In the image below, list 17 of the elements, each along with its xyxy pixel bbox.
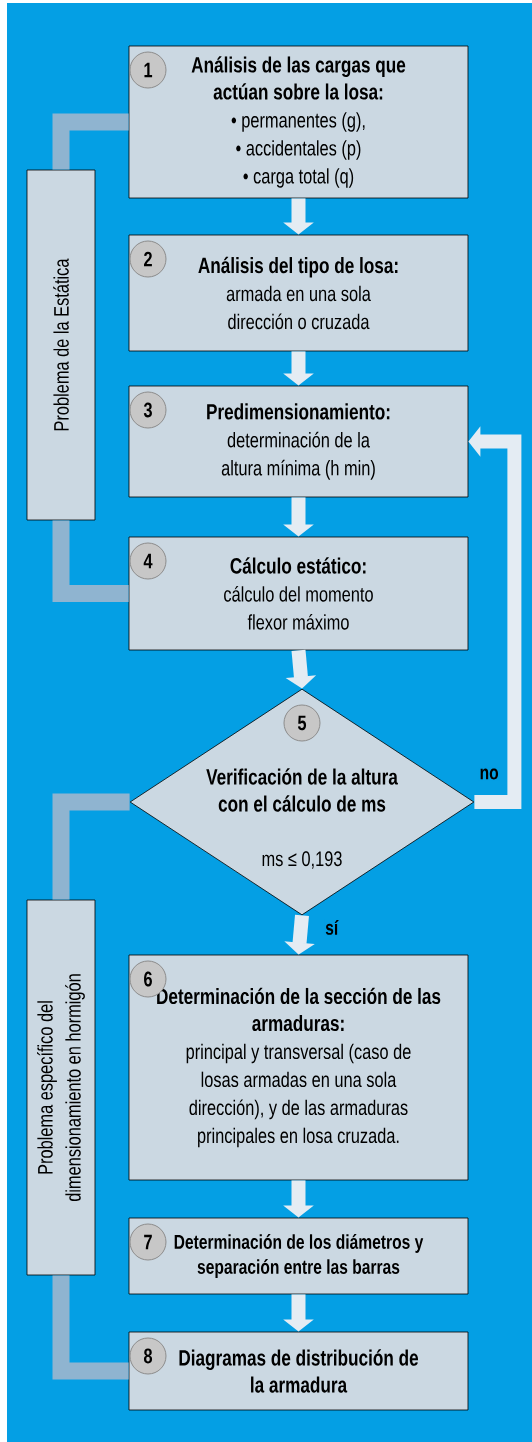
node-label: • carga total (q)	[243, 168, 354, 188]
number-badge: 8	[129, 1337, 167, 1375]
side-band: Problema de la Estática	[26, 169, 96, 521]
bracket-connector	[52, 1275, 129, 1380]
number-badge: 7	[129, 1223, 167, 1261]
number-badge: 2	[129, 240, 167, 278]
number-badge: 1	[129, 51, 167, 89]
number-badge: 5	[283, 704, 321, 742]
number-badge: 3	[129, 391, 167, 429]
node-label: Análisis de las cargas que actúan sobre la losa:	[191, 56, 406, 100]
node-label: • permanentes (g),	[231, 112, 365, 132]
number-badge: 4	[129, 542, 167, 580]
bracket-connector	[52, 520, 129, 602]
bracket-connector	[52, 113, 129, 170]
bracket-connector	[52, 793, 130, 900]
node-label: • accidentales (p)	[236, 140, 361, 160]
side-band: Problema específico del dimensionamiento en hormigón	[26, 899, 96, 1276]
